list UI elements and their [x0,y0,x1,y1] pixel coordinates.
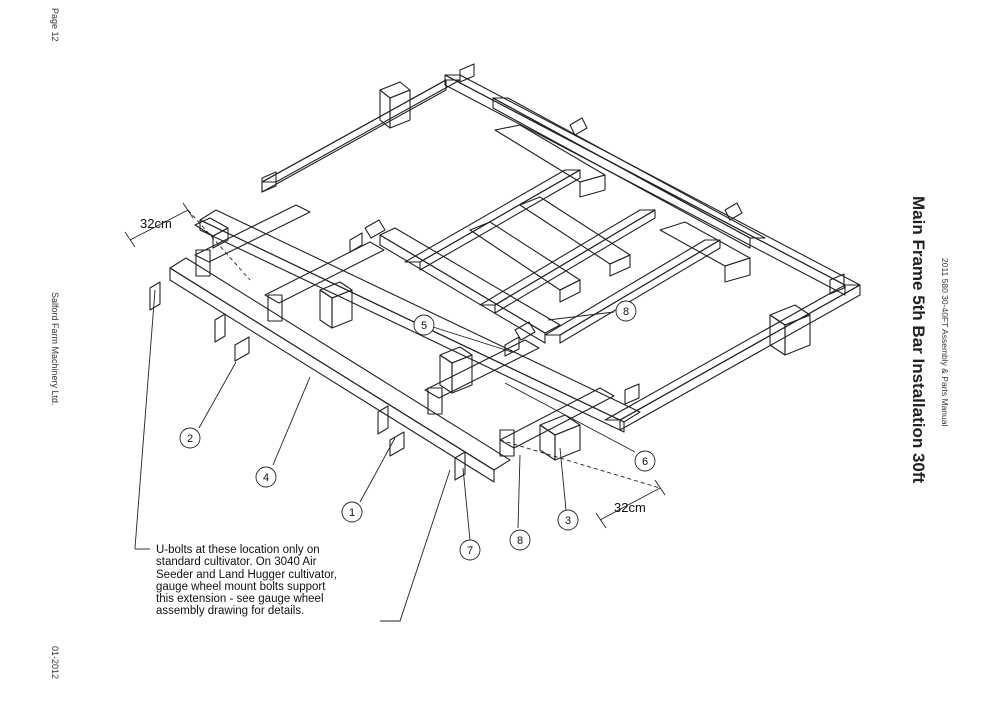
front-extension [149,204,641,483]
svg-text:5: 5 [421,320,427,332]
callout-8-lower: 8 [509,529,531,551]
callout-7: 7 [459,539,481,561]
dimension-label-left: 32cm [140,216,172,231]
callout-3: 3 [557,509,579,531]
note-line: U-bolts at these location only on [156,544,320,556]
svg-text:3: 3 [565,515,571,527]
svg-text:2: 2 [187,433,193,445]
callout-5: 5 [413,314,435,336]
svg-text:8: 8 [517,535,523,547]
dimension-lines [124,202,666,529]
callouts: 2 4 1 7 8 3 6 5 [179,300,656,561]
note-line: assembly drawing for details. [156,605,305,618]
rear-frame [261,74,861,431]
callout-2: 2 [179,427,201,449]
note-line: Seeder and Land Hugger cultivator, [156,568,337,581]
svg-text:4: 4 [263,472,269,484]
dimension-label-right: 32cm [614,500,646,515]
callout-6: 6 [634,450,656,472]
mounting-plates [261,63,845,405]
callout-8-upper: 8 [615,300,637,322]
note-line: gauge wheel mount bolts support [156,580,326,593]
leader-lines [134,289,636,622]
svg-text:6: 6 [642,456,648,468]
callout-1: 1 [341,501,363,523]
svg-text:7: 7 [467,545,473,557]
callout-4: 4 [255,466,277,488]
svg-text:8: 8 [623,306,629,318]
note-line: this extension - see gauge wheel [156,593,324,606]
svg-text:1: 1 [349,507,355,519]
u-bolt-note: U-bolts at these location only on standa… [156,544,337,618]
note-line: standard cultivator. On 3040 Air [156,556,317,569]
